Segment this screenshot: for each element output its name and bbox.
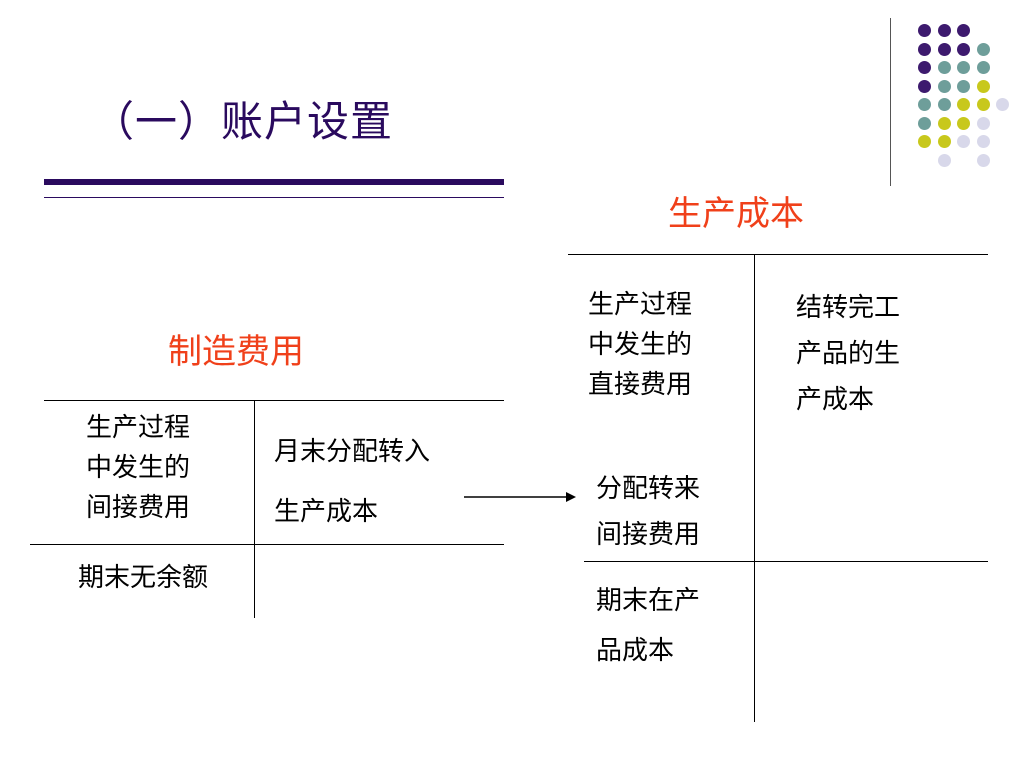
production-account-top-line [568, 254, 988, 255]
decoration-dot [918, 116, 931, 130]
decoration-divider [890, 18, 891, 186]
overhead-credit-text: 月末分配转入 生产成本 [274, 422, 430, 542]
production-balance-line-1: 期末在产 [596, 586, 701, 616]
decoration-dot [937, 98, 951, 111]
overhead-debit-text: 生产过程 中发生的 间接费用 [86, 408, 190, 528]
decoration-dot [957, 42, 970, 56]
decoration-dot [957, 79, 970, 93]
overhead-balance-text: 期末无余额 [78, 563, 209, 593]
decoration-dot [918, 79, 931, 93]
decoration-dot [976, 153, 990, 167]
production-debit-line-3: 直接费用 [588, 370, 693, 400]
production-credit-line-1: 结转完工 [796, 293, 901, 323]
production-balance-line-2: 品成本 [596, 636, 675, 666]
decoration-dot [976, 61, 990, 74]
decoration-dot [937, 153, 951, 167]
production-account-name: 生产成本 [668, 194, 804, 234]
overhead-account-top-line [44, 400, 504, 401]
decoration-dot [918, 24, 931, 37]
overhead-account-name: 制造费用 [168, 332, 304, 372]
slide-title: （一）账户设置 [92, 97, 394, 146]
production-transfer-line-1: 分配转来 [596, 474, 701, 504]
decoration-dot [976, 79, 990, 93]
production-credit-line-2: 产品的生 [796, 339, 901, 369]
overhead-credit-line-2: 生产成本 [274, 497, 379, 527]
overhead-debit-line-3: 间接费用 [86, 493, 191, 523]
dot-grid-icon [900, 10, 1010, 170]
production-debit-line-2: 中发生的 [588, 330, 693, 360]
decoration-dot [976, 135, 990, 148]
overhead-account-balance-line [30, 544, 504, 545]
decoration-dot [918, 135, 931, 148]
overhead-credit-line-1: 月末分配转入 [274, 437, 431, 467]
production-credit-line-3: 产成本 [796, 385, 875, 415]
production-account-balance-line [584, 561, 988, 562]
decoration-dot [957, 135, 970, 148]
decoration-dot [937, 116, 951, 130]
overhead-debit-line-2: 中发生的 [86, 453, 191, 483]
decoration-dot [937, 61, 951, 74]
title-underline-thin [44, 197, 504, 198]
decoration-dot [976, 116, 990, 130]
decoration-dot [918, 61, 931, 74]
production-transfer-line-2: 间接费用 [596, 520, 701, 550]
decoration-dot [937, 42, 951, 56]
production-transfer-text: 分配转来 间接费用 [596, 466, 700, 558]
decoration-dot [957, 98, 970, 111]
decoration-dot [957, 61, 970, 74]
decoration-dot [976, 42, 990, 56]
production-debit-text: 生产过程 中发生的 直接费用 [588, 285, 692, 405]
production-debit-line-1: 生产过程 [588, 290, 693, 320]
decoration-dot [937, 135, 951, 148]
overhead-debit-line-1: 生产过程 [86, 413, 191, 443]
decoration-dot [957, 24, 970, 37]
transfer-arrow-icon [464, 492, 576, 502]
title-underline-thick [44, 179, 504, 185]
decoration-dot [976, 98, 990, 111]
production-account-divider [754, 254, 755, 722]
decoration-dot [996, 98, 1009, 111]
decoration-dot [937, 79, 951, 93]
production-balance-text: 期末在产 品成本 [596, 576, 700, 676]
production-credit-text: 结转完工 产品的生 产成本 [796, 285, 900, 423]
decoration-dot [937, 24, 951, 37]
decoration-dot [918, 42, 931, 56]
overhead-account-divider [254, 400, 255, 618]
decoration-dot [957, 116, 970, 130]
decoration-dot [918, 98, 931, 111]
